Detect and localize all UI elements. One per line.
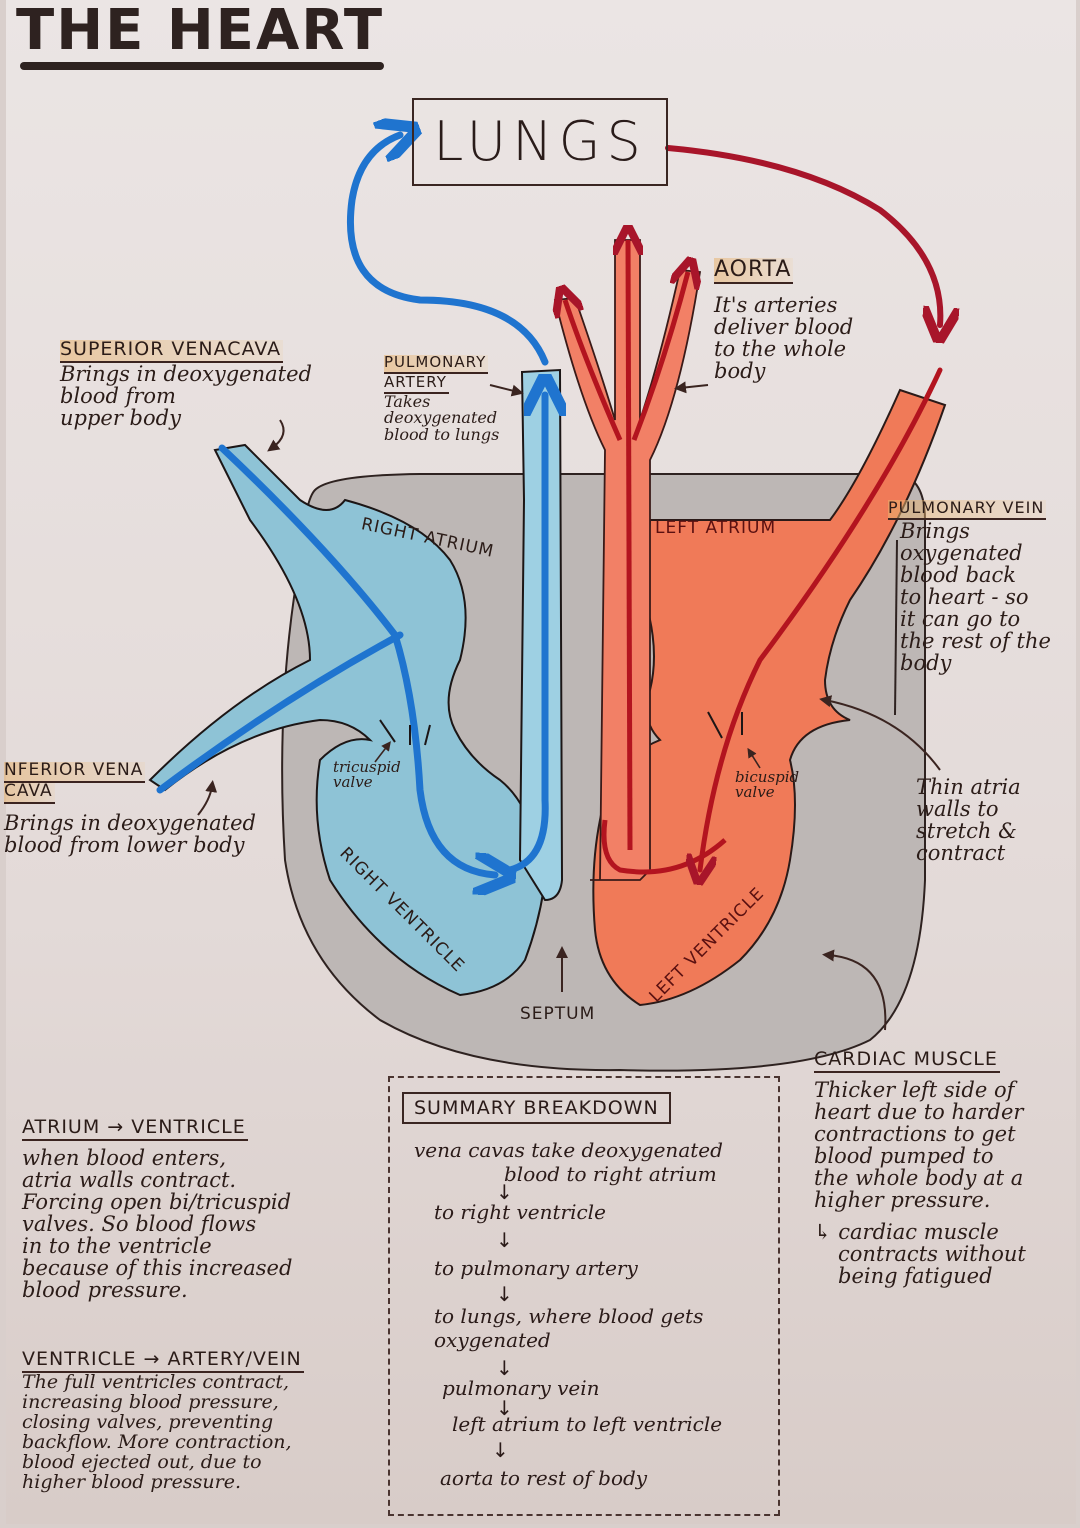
atrium-ventricle-note: ATRIUM → VENTRICLE when blood enters, at… [22,1116,293,1303]
summary-step: vena cavas take deoxygenated blood to ri… [414,1138,723,1186]
ventricle-artery-heading: VENTRICLE → ARTERY/VEIN [22,1349,304,1373]
cardiac-muscle-pointer-arrow [822,949,887,1031]
pulmonary-artery-flow-line [506,395,545,874]
pulmonary-artery-tube [518,368,564,902]
from-lungs-flow-line [665,145,940,325]
to-lungs-flow-line [346,135,549,366]
summary-step: aorta to rest of body [440,1466,648,1490]
summary-arrow: ↓ [492,1438,509,1462]
septum-label: SEPTUM [520,1004,596,1024]
bicuspid-pointer-arrow [747,747,761,769]
summary-arrow: ↓ [496,1396,513,1420]
aorta-flow-center [628,240,630,851]
pulmonary-vein-flow-line [700,367,943,870]
aorta-note: AORTA It's arteries deliver blood to the… [714,257,854,384]
aorta-pointer-arrow [674,381,709,394]
lungs-box: LUNGS [412,98,668,186]
left-atrium-label: LEFT ATRIUM [655,518,777,538]
tricuspid-label: tricuspid valve [333,758,401,791]
pulmonary-artery-note: PULMONARY ARTERY Takes deoxygenated bloo… [384,353,500,445]
aorta-heading: AORTA [714,258,794,285]
pulmonary-vein-note: PULMONARY VEIN Brings oxygenated blood b… [888,498,1051,676]
superior-vena-cava-heading: SUPERIOR VENACAVA [60,339,284,363]
superior-vena-cava-note: SUPERIOR VENACAVA Brings in deoxygenated… [60,338,312,431]
tricuspid-pointer-arrow [374,741,391,763]
svc-flow-line [218,444,495,875]
cardiac-muscle-note: CARDIAC MUSCLE Thicker left side of hear… [814,1048,1026,1289]
pulmonary-artery-pointer-arrow [489,384,524,397]
summary-step: to pulmonary artery [434,1256,638,1280]
summary-arrow: ↓ [496,1282,513,1306]
bicuspid-label: bicuspid valve [735,768,800,801]
cardiac-muscle-heading: CARDIAC MUSCLE [814,1049,1000,1073]
pulmonary-vein-heading: PULMONARY VEIN [888,499,1047,520]
summary-step: to right ventricle [434,1200,606,1224]
thin-atria-note: Thin atria walls to stretch & contract [916,775,1021,866]
atrium-ventricle-heading: ATRIUM → VENTRICLE [22,1117,248,1141]
summary-box [388,1076,780,1516]
page-title: THE HEART [16,0,385,63]
summary-step: to lungs, where blood gets oxygenated [434,1304,704,1352]
ivc-pointer-arrow [197,780,218,816]
ivc-flow-line [156,631,404,794]
title-underline [20,62,384,70]
summary-title: SUMMARY BREAKDOWN [402,1092,671,1124]
summary-step: pulmonary vein [442,1376,600,1400]
ventricle-artery-note: VENTRICLE → ARTERY/VEIN The full ventric… [22,1348,304,1493]
summary-step: left atrium to left ventricle [452,1412,723,1436]
aorta-flow-left [565,300,623,442]
inferior-vena-cava-note: NFERIOR VENA CAVA Brings in deoxygenated… [4,760,256,857]
summary-arrow: ↓ [496,1228,513,1252]
summary-arrow: ↓ [496,1356,513,1380]
tricuspid-valve [379,719,431,746]
svc-pointer-arrow [267,419,285,452]
aorta-flow-right [631,272,688,441]
summary-arrow: ↓ [496,1180,513,1204]
bicuspid-valve [707,711,743,739]
pulmonary-vein-bracket [894,539,898,716]
thin-atria-pointer-arrow [819,695,941,771]
